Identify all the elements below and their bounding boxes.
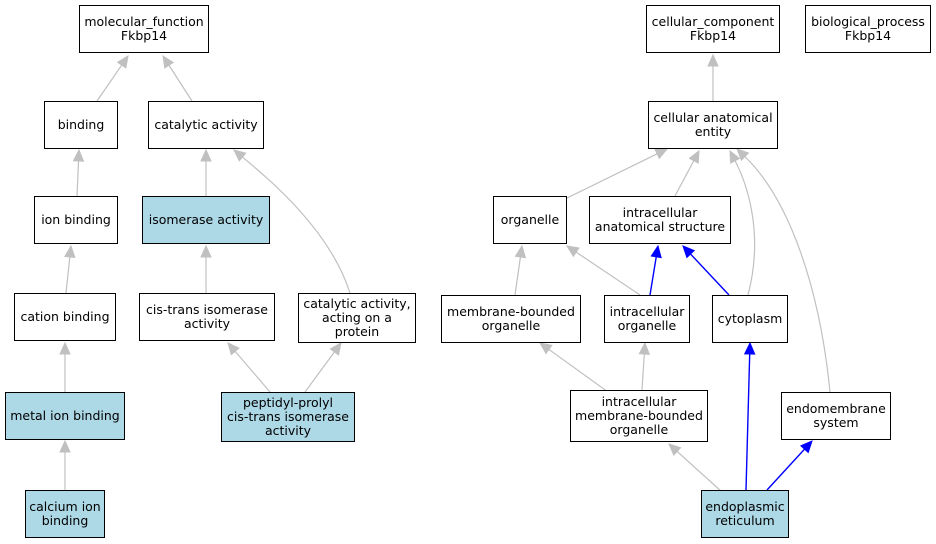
edge-endomembrane-system-to-cellular-anatomical-entity	[736, 148, 831, 393]
arrowhead-icon	[233, 149, 247, 162]
node-catalytic-activity[interactable]: catalytic activity	[148, 101, 264, 149]
arrowhead-icon	[638, 341, 651, 355]
edge-cytoplasm-to-intracellular-anatomical-structure	[682, 245, 730, 296]
arrowhead-icon	[200, 244, 212, 258]
arrowhead-icon	[64, 244, 76, 259]
edge-ion-binding-to-binding	[72, 148, 85, 197]
arrowhead-icon	[72, 148, 85, 162]
arrowhead-icon	[729, 149, 741, 164]
edge-isomerase-activity-to-catalytic-activity	[200, 148, 212, 196]
edge-peptidyl-prolyl-to-catalytic-activity-on-protein	[304, 342, 342, 393]
node-cellular-anatomical-entity[interactable]: cellular anatomical entity	[648, 101, 778, 149]
node-endoplasmic-reticulum[interactable]: endoplasmic reticulum	[701, 490, 789, 538]
node-molecular-function[interactable]: molecular_function Fkbp14	[79, 5, 209, 53]
node-ion-binding[interactable]: ion binding	[34, 196, 118, 244]
arrowhead-icon	[682, 245, 696, 259]
arrowhead-icon	[654, 148, 669, 160]
edge-endoplasmic-reticulum-to-intracellular-membrane-bounded-organelle	[668, 443, 723, 493]
node-isomerase-activity[interactable]: isomerase activity	[142, 196, 270, 244]
edge-catalytic-activity-to-molecular-function	[162, 54, 193, 102]
node-membrane-bounded-organelle[interactable]: membrane-bounded organelle	[441, 295, 581, 343]
edge-endoplasmic-reticulum-to-cytoplasm	[743, 341, 756, 491]
node-intracellular-organelle[interactable]: intracellular organelle	[604, 295, 690, 343]
arrowhead-icon	[736, 148, 750, 162]
edge-endoplasmic-reticulum-to-endomembrane-system	[766, 440, 813, 491]
arrowhead-icon	[514, 244, 527, 259]
node-cation-binding[interactable]: cation binding	[14, 293, 116, 341]
arrowhead-icon	[650, 244, 662, 259]
arrowhead-icon	[162, 54, 175, 69]
node-endomembrane-system[interactable]: endomembrane system	[781, 392, 891, 440]
arrowhead-icon	[688, 149, 700, 164]
arrowhead-icon	[668, 443, 682, 457]
arrowhead-icon	[116, 55, 129, 69]
arrowhead-icon	[565, 245, 580, 258]
edge-catalytic-activity-on-protein-to-catalytic-activity	[233, 149, 351, 294]
node-cis-trans-isomerase-activity[interactable]: cis-trans isomerase activity	[139, 293, 275, 341]
edge-calcium-ion-binding-to-metal-ion-binding	[59, 439, 71, 490]
edge-metal-ion-binding-to-cation-binding	[59, 341, 71, 392]
node-biological-process[interactable]: biological_process Fkbp14	[805, 5, 931, 53]
node-binding[interactable]: binding	[44, 101, 118, 149]
edge-cation-binding-to-ion-binding	[64, 244, 76, 294]
edge-binding-to-molecular-function	[96, 55, 129, 102]
node-intracellular-anatomical-structure[interactable]: intracellular anatomical structure	[589, 196, 731, 244]
edge-intracellular-membrane-bounded-organelle-to-membrane-bounded-organelle	[539, 342, 609, 393]
arrowhead-icon	[799, 440, 813, 454]
node-peptidyl-prolyl-isomerase[interactable]: peptidyl-prolyl cis-trans isomerase acti…	[221, 392, 355, 442]
arrowhead-icon	[707, 53, 719, 67]
node-intracellular-membrane-bounded-organelle[interactable]: intracellular membrane-bounded organelle	[570, 390, 708, 442]
edge-intracellular-organelle-to-intracellular-anatomical-structure	[649, 244, 662, 296]
arrowhead-icon	[59, 341, 71, 355]
arrowhead-icon	[539, 342, 553, 355]
edge-intracellular-organelle-to-organelle	[565, 245, 641, 296]
node-organelle[interactable]: organelle	[493, 196, 567, 244]
node-catalytic-activity-on-protein[interactable]: catalytic activity, acting on a protein	[298, 293, 416, 343]
edge-intracellular-membrane-bounded-organelle-to-intracellular-organelle	[638, 341, 651, 391]
node-cellular-component[interactable]: cellular_component Fkbp14	[646, 5, 780, 53]
arrowhead-icon	[329, 342, 342, 356]
node-metal-ion-binding[interactable]: metal ion binding	[5, 392, 125, 440]
node-calcium-ion-binding[interactable]: calcium ion binding	[25, 490, 105, 538]
edge-peptidyl-prolyl-to-cis-trans-isomerase-activity	[227, 342, 271, 393]
node-cytoplasm[interactable]: cytoplasm	[712, 295, 788, 343]
arrowhead-icon	[743, 341, 756, 355]
edge-cellular-anatomical-entity-to-cellular-component	[707, 53, 719, 101]
edge-cytoplasm-to-cellular-anatomical-entity	[729, 149, 756, 296]
arrowhead-icon	[227, 342, 240, 356]
arrowhead-icon	[59, 439, 71, 453]
edge-cis-trans-isomerase-activity-to-isomerase-activity	[200, 244, 212, 293]
edge-membrane-bounded-organelle-to-organelle	[514, 244, 527, 296]
edge-organelle-to-cellular-anatomical-entity	[564, 148, 669, 200]
edge-intracellular-anatomical-structure-to-cellular-anatomical-entity	[674, 149, 700, 197]
arrowhead-icon	[200, 148, 212, 162]
